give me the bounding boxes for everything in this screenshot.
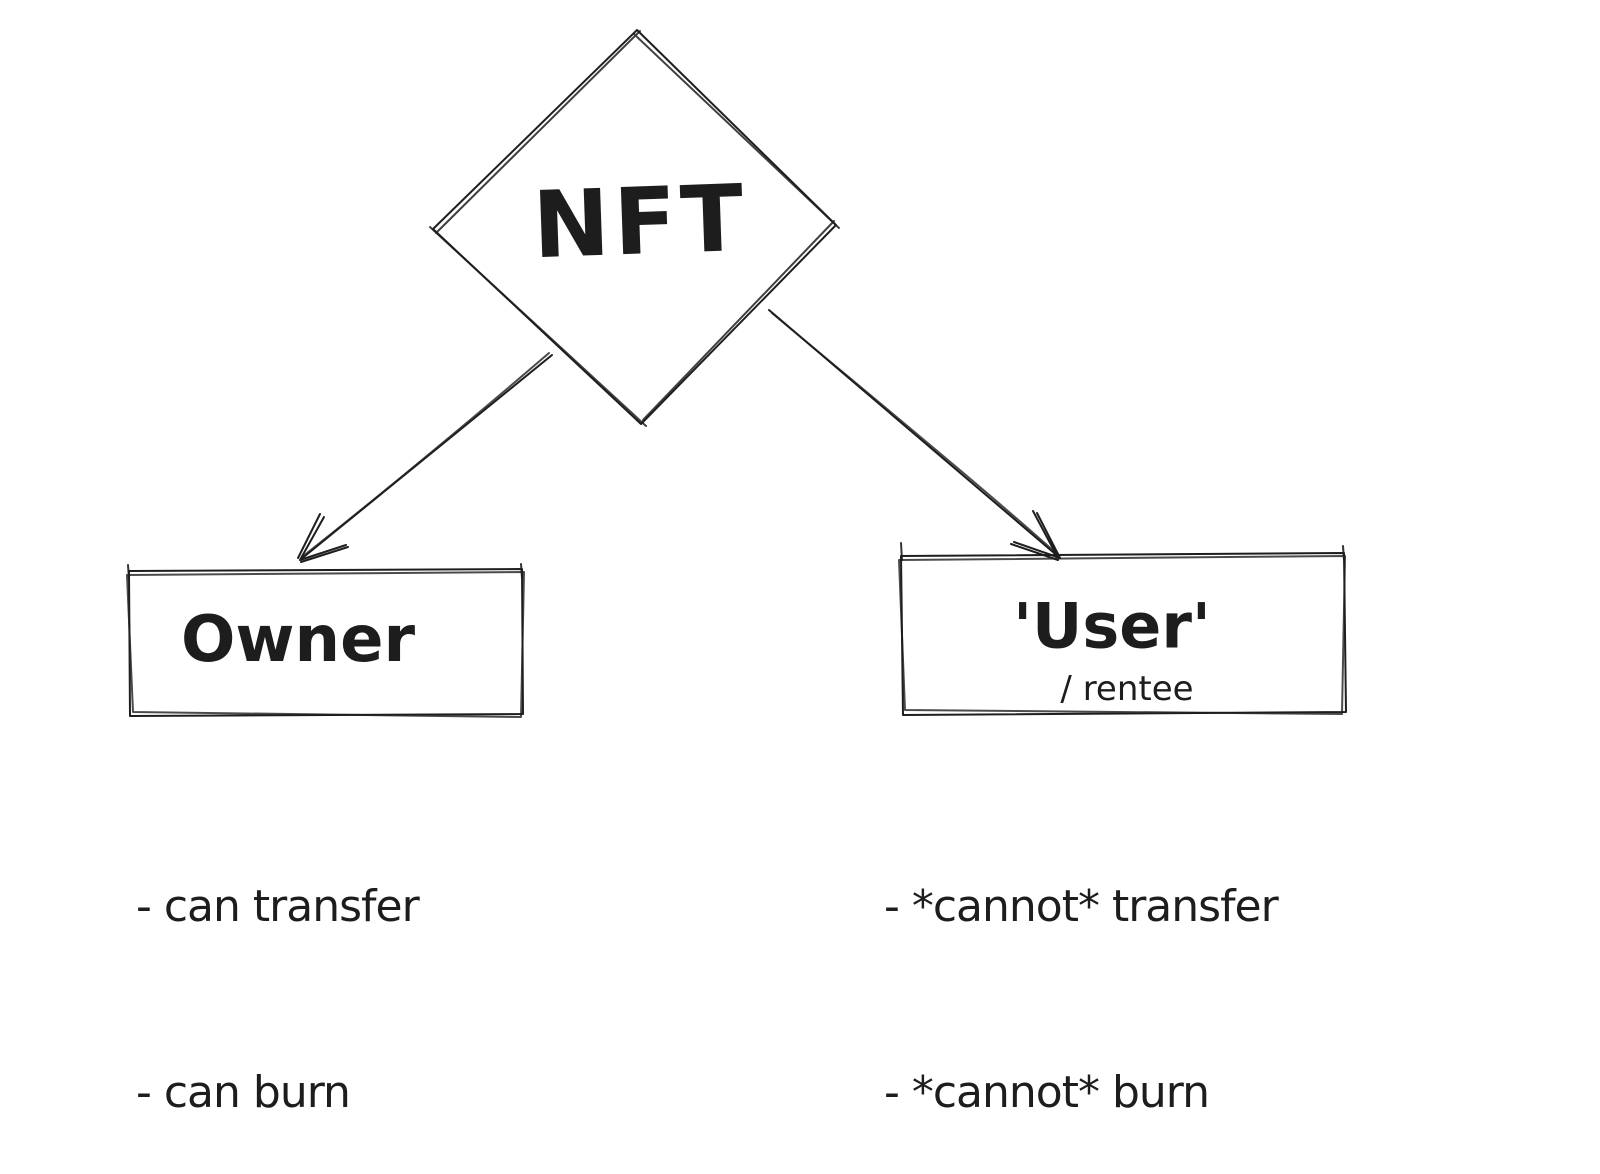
user-notes-list: - *cannot* transfer - *cannot* burn - ca…: [884, 752, 1415, 1174]
owner-notes-list: - can transfer - can burn - has full acc…: [136, 752, 652, 1174]
arrow-to-user: [768, 309, 1061, 561]
nft-diamond-shape: [429, 29, 840, 427]
user-note-line: - *cannot* burn: [884, 1067, 1210, 1118]
user-node-label: 'User': [1013, 589, 1211, 663]
user-node-subtitle: / rentee: [1060, 669, 1194, 709]
owner-note-line: - can transfer: [136, 881, 420, 932]
owner-note-line: - can burn: [136, 1067, 351, 1118]
user-box-shape: [898, 542, 1347, 716]
owner-node-label: Owner: [180, 603, 416, 677]
owner-box-shape: [126, 563, 525, 718]
arrow-to-owner: [297, 352, 553, 563]
nft-node-label: NFT: [530, 164, 750, 280]
user-note-line: - *cannot* transfer: [884, 881, 1279, 932]
